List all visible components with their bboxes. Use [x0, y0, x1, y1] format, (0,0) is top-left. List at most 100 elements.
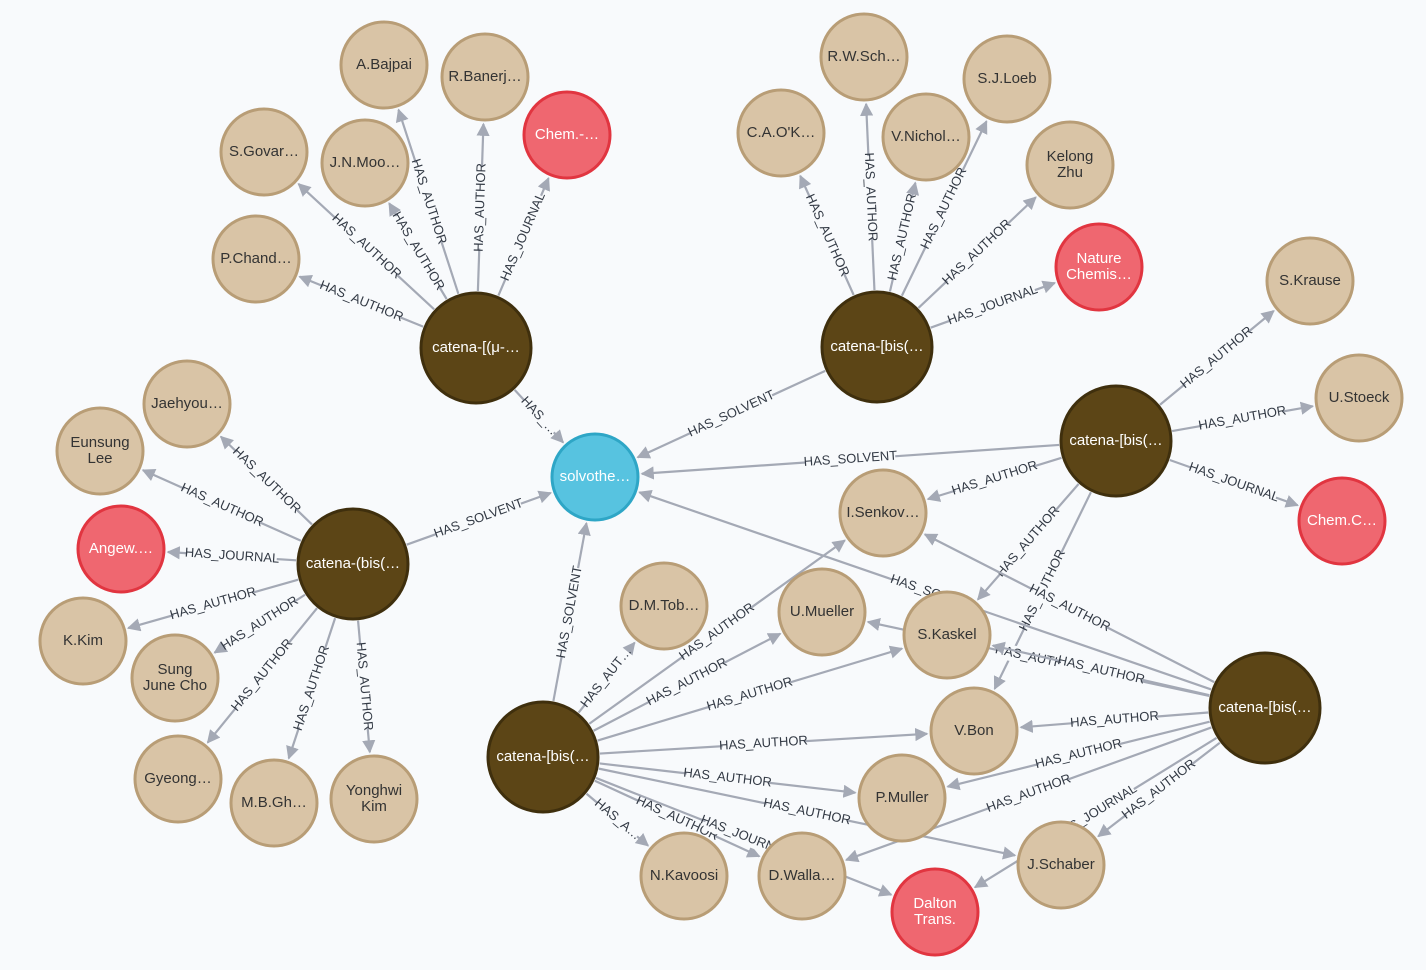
author-node-circle [211, 214, 301, 304]
author-node-cao_k[interactable]: C.A.O'K… [736, 88, 826, 178]
edge-c2-cao_k[interactable]: HAS_AUTHOR [799, 174, 855, 296]
author-node-circle [619, 561, 709, 651]
author-node-s_kaskel[interactable]: S.Kaskel [902, 590, 992, 680]
edge-label-bg [579, 646, 634, 709]
edge-label: HAS_AUTHOR [179, 480, 266, 530]
edge-c3-s_kaskel[interactable]: HAS_AUTHOR [977, 483, 1080, 601]
journal-node-j_chem_c[interactable]: Chem.C… [1297, 476, 1387, 566]
edge-c4-mb_gh[interactable]: HAS_AUTHOR [286, 617, 337, 760]
author-node-circle [142, 359, 232, 449]
compound-node-circle [419, 291, 533, 405]
edge-label-group: HAS_AUTHOR [950, 457, 1039, 499]
author-node-p_chand[interactable]: P.Chand… [211, 214, 301, 304]
edge-c1-r_banerj[interactable]: HAS_AUTHOR [471, 122, 491, 292]
edge-label-group: HAS_AUTHOR [318, 277, 406, 325]
author-node-mb_gh[interactable]: M.B.Gh… [229, 758, 319, 848]
edge-c5-solv[interactable]: HAS_SOLVENT [552, 521, 591, 702]
author-node-circle [777, 567, 867, 657]
author-node-sj_loeb[interactable]: S.J.Loeb [962, 34, 1052, 124]
edge-label-bg [947, 282, 1038, 329]
edge-c4-j_angew[interactable]: HAS_JOURNAL [166, 545, 297, 568]
edge-label-group: HAS_AUTHOR [1197, 402, 1287, 434]
edge-c4-solv[interactable]: HAS_SOLVENT [406, 490, 553, 546]
author-node-k_kim[interactable]: K.Kim [38, 596, 128, 686]
author-node-u_mueller[interactable]: U.Mueller [777, 567, 867, 657]
edge-label: HAS_AUTHOR [471, 163, 489, 252]
edge-c6-v_bon[interactable]: HAS_AUTHOR [1019, 708, 1209, 733]
edge-label-bg [498, 192, 549, 282]
edge-label-group: HAS_JOURNAL [184, 545, 280, 568]
edge-c4-yonghwi_kim[interactable]: HAS_AUTHOR [352, 620, 376, 754]
edge-label-group: HAS_SOLVENT [685, 387, 777, 441]
compound-node-c3[interactable]: catena-[bis(… [1059, 384, 1173, 498]
author-node-d_walla[interactable]: D.Walla… [757, 831, 847, 921]
author-node-rw_sch[interactable]: R.W.Sch… [819, 12, 909, 102]
author-node-p_muller[interactable]: P.Muller [857, 753, 947, 843]
edge-c5-v_bon[interactable]: HAS_AUTHOR [599, 727, 929, 755]
edge-c2-v_nichol[interactable]: HAS_AUTHOR [884, 181, 920, 292]
edge-label-bg [941, 218, 1013, 287]
edge-label-group: HAS_SOLVENT [432, 495, 525, 542]
edge-c3-solv[interactable]: HAS_SOLVENT [640, 443, 1060, 480]
author-node-r_banerj[interactable]: R.Banerj… [440, 32, 530, 122]
compound-node-c5[interactable]: catena-[bis(… [486, 700, 600, 814]
compound-node-c6[interactable]: catena-[bis(… [1208, 651, 1322, 765]
author-node-circle [440, 32, 530, 122]
author-node-jn_moo[interactable]: J.N.Moo… [320, 118, 410, 208]
edge-label-bg [181, 481, 263, 530]
edge-c2-j_nature[interactable]: HAS_JOURNAL [930, 280, 1057, 329]
author-node-i_senkov[interactable]: I.Senkov… [838, 468, 928, 558]
edge-label-group: HAS_AUTHOR [860, 152, 881, 242]
edge-label: HAS_AUTHOR [1056, 652, 1146, 687]
edge-label: HAS_JOURNAL [945, 281, 1039, 327]
edge-c3-j_chem_c[interactable]: HAS_JOURNAL [1169, 459, 1299, 508]
solvent-node-solv[interactable]: solvothe… [550, 432, 640, 522]
journal-node-j_angew[interactable]: Angew.… [76, 504, 166, 594]
edge-label-group: HAS_AUTHOR [1177, 323, 1255, 391]
compound-node-c1[interactable]: catena-[(μ-… [419, 291, 533, 405]
edge-c1-j_chem_eur[interactable]: HAS_JOURNAL [497, 177, 550, 297]
author-node-u_stoeck[interactable]: U.Stoeck [1314, 353, 1404, 443]
edge-c3-i_senkov[interactable]: HAS_AUTHOR [926, 456, 1062, 502]
author-node-a_bajpai[interactable]: A.Bajpai [339, 20, 429, 110]
author-node-gyeong[interactable]: Gyeong… [133, 734, 223, 824]
solvent-node-circle [550, 432, 640, 522]
author-node-s_krause[interactable]: S.Krause [1265, 236, 1355, 326]
author-node-circle [219, 107, 309, 197]
edge-c3-s_krause[interactable]: HAS_AUTHOR [1159, 310, 1275, 406]
author-node-jaehyou[interactable]: Jaehyou… [142, 359, 232, 449]
edge-c6-s_kaskel[interactable]: HAS_AUTHOR [991, 641, 1210, 697]
edge-label: HAS_AUTHOR [984, 771, 1073, 815]
edge-c1-solv[interactable]: HAS_… [513, 389, 565, 444]
edge-label-group: HAS_AUT… [577, 644, 634, 710]
compound-node-c4[interactable]: catena-(bis(… [296, 507, 410, 621]
edge-label: HAS_… [518, 393, 561, 438]
edge-label-bg [805, 448, 896, 471]
edge-label-group: HAS_AUTHOR [168, 583, 258, 623]
author-node-n_kavoosi[interactable]: N.Kavoosi [639, 831, 729, 921]
author-node-circle [857, 753, 947, 843]
journal-node-j_chem_eur[interactable]: Chem.-… [522, 90, 612, 180]
edge-c3-u_stoeck[interactable]: HAS_AUTHOR [1171, 401, 1315, 434]
edge-label-bg [433, 496, 524, 542]
nodes-layer: solvothe…catena-[(μ-… catena-[bis(… catena… [38, 12, 1404, 957]
edge-c5-p_muller[interactable]: HAS_AUTHOR [599, 762, 857, 798]
edge-c2-rw_sch[interactable]: HAS_AUTHOR [860, 102, 881, 291]
author-node-s_govar[interactable]: S.Govar… [219, 107, 309, 197]
compound-node-c2[interactable]: catena-[bis(… [820, 290, 934, 404]
edge-c2-solv[interactable]: HAS_SOLVENT [636, 369, 826, 459]
author-node-dm_tob[interactable]: D.M.Tob… [619, 561, 709, 651]
journal-node-j_nature[interactable]: NatureChemis… [1054, 222, 1144, 312]
edge-label: HAS_AUTHOR [1197, 402, 1287, 432]
edge-c1-p_chand[interactable]: HAS_AUTHOR [298, 274, 424, 328]
author-node-j_schaber[interactable]: J.Schaber [1016, 820, 1106, 910]
author-node-v_bon[interactable]: V.Bon [929, 686, 1019, 776]
edge-c5-dm_tob[interactable]: HAS_AUT… [577, 641, 636, 714]
author-node-v_nichol[interactable]: V.Nichol… [881, 92, 971, 182]
